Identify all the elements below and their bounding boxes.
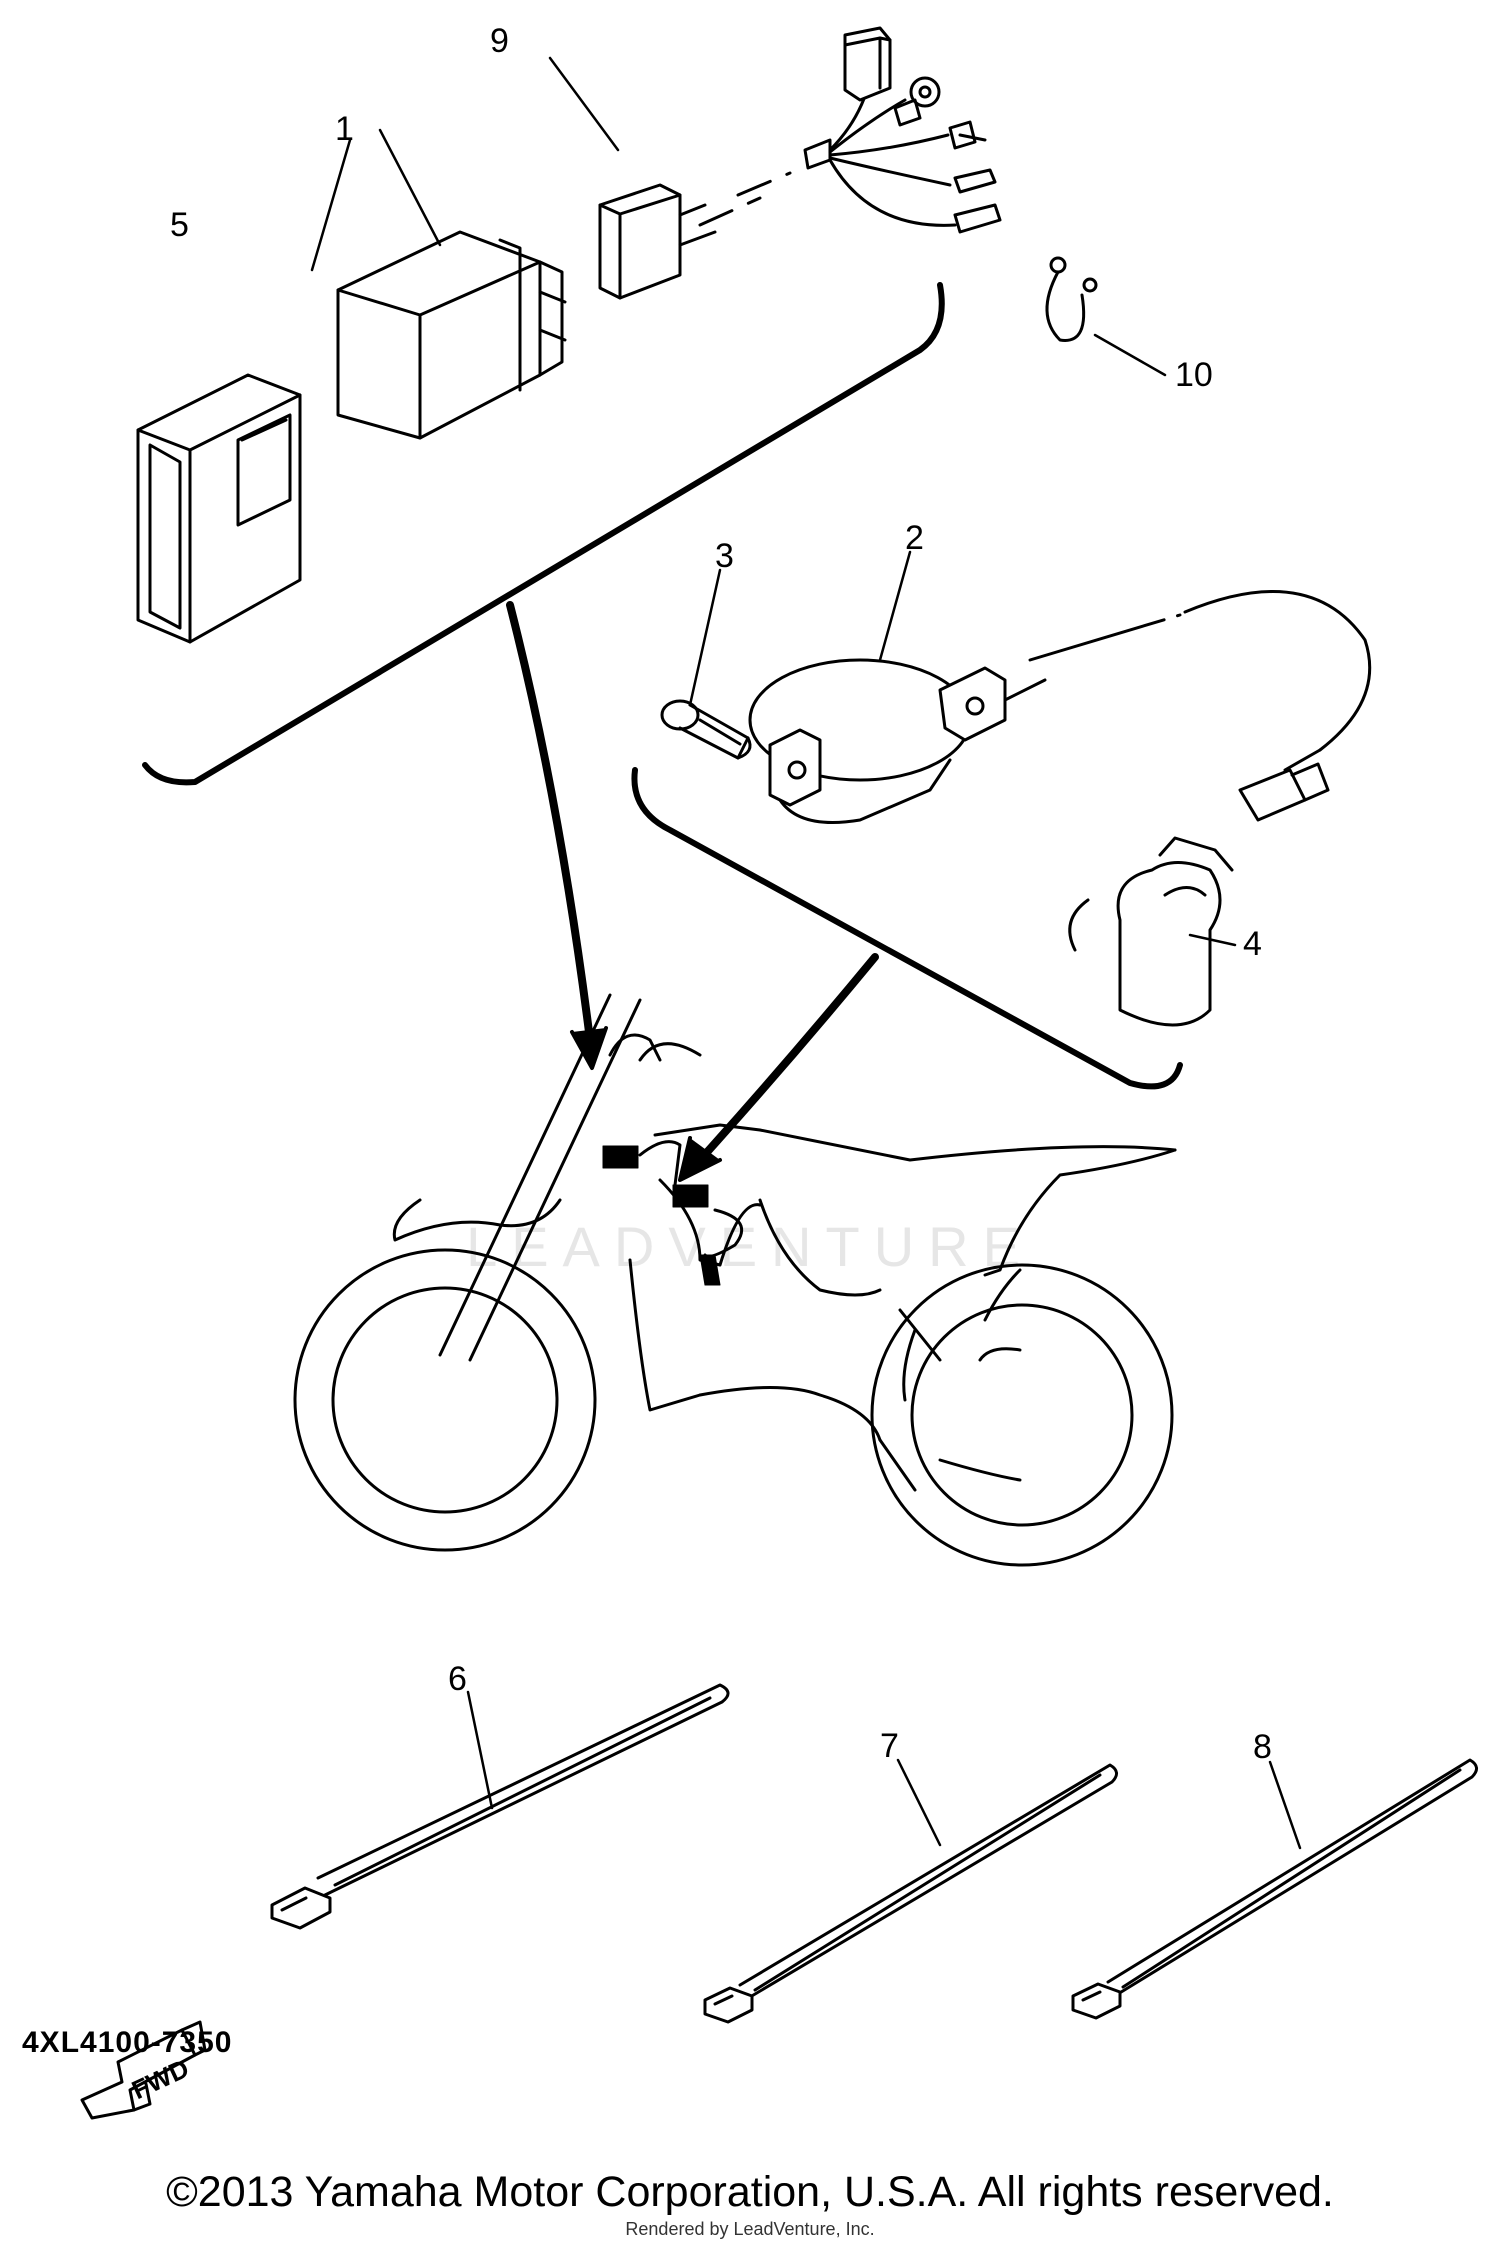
- leader-lines: [310, 56, 1302, 1850]
- bracket-lower: [631, 767, 1183, 1090]
- arrow-lower-line: [696, 953, 879, 1164]
- part-1-cdi-unit: [336, 230, 567, 440]
- part-4-plug-cap: [1068, 762, 1330, 1027]
- part-3-bolt: [660, 699, 752, 760]
- callout-10: 10: [1175, 356, 1213, 394]
- part-6-cable-tie: [270, 1683, 730, 1930]
- arrow-upper-head: [570, 1026, 608, 1070]
- part-2-ignition-coil: [748, 590, 1372, 824]
- part-9-wire-harness: [598, 26, 1002, 300]
- callout-2: 2: [905, 519, 924, 557]
- callout-3: 3: [715, 537, 734, 575]
- part-7-cable-tie: [703, 1763, 1118, 2024]
- callout-5: 5: [170, 206, 189, 244]
- part-10-clamp: [1045, 256, 1098, 342]
- render-credit: Rendered by LeadVenture, Inc.: [625, 2219, 875, 2239]
- callout-6: 6: [448, 1660, 467, 1698]
- arrow-lower-head: [678, 1136, 722, 1182]
- motorcycle-outline: [293, 993, 1177, 1567]
- watermark-text: LEADVENTURE: [466, 1215, 1034, 1278]
- bracket-upper: [142, 282, 945, 786]
- diagram-part-code: 4XL4100-7350: [22, 2026, 233, 2059]
- callout-labels: 5 1 9 10 3 2 4 6 7 8: [170, 22, 1272, 1766]
- callout-9: 9: [490, 22, 509, 60]
- callout-4: 4: [1243, 925, 1262, 963]
- callout-1: 1: [335, 110, 354, 148]
- callout-8: 8: [1253, 1728, 1272, 1766]
- arrow-upper-line: [506, 601, 594, 1044]
- callout-7: 7: [880, 1727, 899, 1765]
- copyright-notice: ©2013 Yamaha Motor Corporation, U.S.A. A…: [166, 2168, 1334, 2216]
- part-8-cable-tie: [1071, 1758, 1478, 2020]
- part-5-connector: [136, 373, 302, 644]
